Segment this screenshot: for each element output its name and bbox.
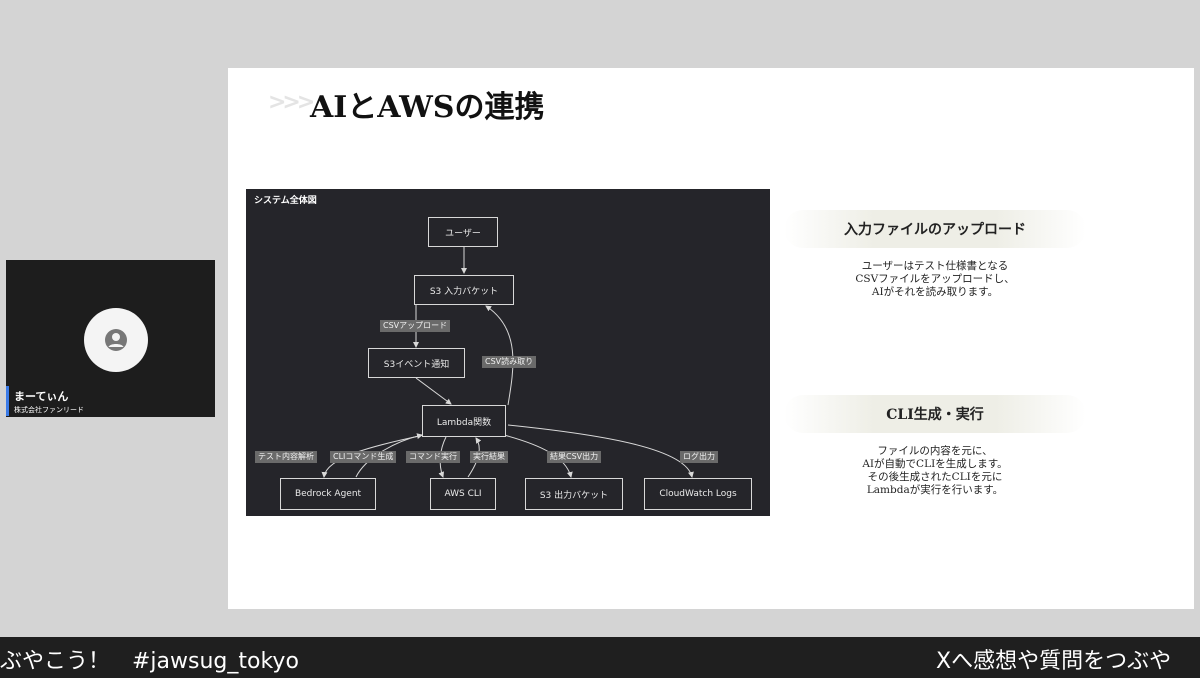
card-desc-line: ファイルの内容を元に、 [877,445,993,457]
card-desc-line: Lambdaが実行を行います。 [866,484,1004,496]
card-desc-line: AIが自動でCLIを生成します。 [862,458,1008,470]
edge-label-csv-read: CSV読み取り [482,356,537,368]
edge-label-log-output: ログ出力 [680,451,718,463]
presentation-slide: >>> AIとAWSの連携 システム全体図 ユー [228,68,1194,609]
slide-title: AIとAWSの連携 [310,90,545,125]
edge-label-command-exec: コマンド実行 [406,451,460,463]
edge-label-test-analysis: テスト内容解析 [255,451,317,463]
node-s3-output: S3 出力バケット [525,478,623,510]
edge-label-cli-generate: CLIコマンド生成 [330,451,397,463]
card-desc-line: CSVファイルをアップロードし、 [855,273,1015,285]
edge-event-lambda [415,377,452,405]
card-desc-upload: ユーザーはテスト仕様書となる CSVファイルをアップロードし、 AIがそれを読み… [784,260,1086,299]
ticker-text-left: ぶやこう！ #jawsug_tokyo [0,649,299,674]
card-desc-cli: ファイルの内容を元に、 AIが自動でCLIを生成します。 その後生成されたCLI… [784,445,1086,497]
node-aws-cli: AWS CLI [430,478,496,510]
edge-log-output [507,424,694,478]
edge-label-csv-upload: CSVアップロード [380,320,451,332]
speaker-accent-bar [6,386,9,416]
avatar [84,308,148,372]
system-diagram: システム全体図 ユーザー S3 入力バケット S3イベント通知 Lambda関数… [246,189,770,516]
person-icon [105,329,127,351]
card-desc-line: ユーザーはテスト仕様書となる [861,260,1009,272]
card-title-upload: 入力ファイルのアップロード [784,210,1086,248]
diagram-title: システム全体図 [254,196,317,206]
edge-csv-read [485,305,514,406]
speaker-tile[interactable]: まーてぃん 株式会社ファンリード [6,260,215,417]
speaker-name: まーてぃん [14,390,69,403]
ticker-text-right: Xへ感想や質問をつぶや [936,649,1172,674]
edge-label-result-csv: 結果CSV出力 [547,451,602,463]
card-desc-line: その後生成されたCLIを元に [867,471,1003,483]
node-user: ユーザー [428,217,498,247]
node-lambda: Lambda関数 [422,405,506,437]
diagram-edges [321,247,694,478]
node-bedrock: Bedrock Agent [280,478,376,510]
chevron-icon: >>> [268,90,315,115]
node-s3-event: S3イベント通知 [368,348,465,378]
card-title-cli: CLI生成・実行 [784,395,1086,433]
edge-cli-generate [355,433,423,478]
speaker-company: 株式会社ファンリード [14,406,84,414]
ticker-banner: ぶやこう！ #jawsug_tokyo Xへ感想や質問をつぶや [0,637,1200,678]
node-cloudwatch: CloudWatch Logs [644,478,752,510]
card-desc-line: AIがそれを読み取ります。 [871,286,999,298]
edge-label-exec-result: 実行結果 [470,451,508,463]
node-s3-input: S3 入力バケット [414,275,514,305]
